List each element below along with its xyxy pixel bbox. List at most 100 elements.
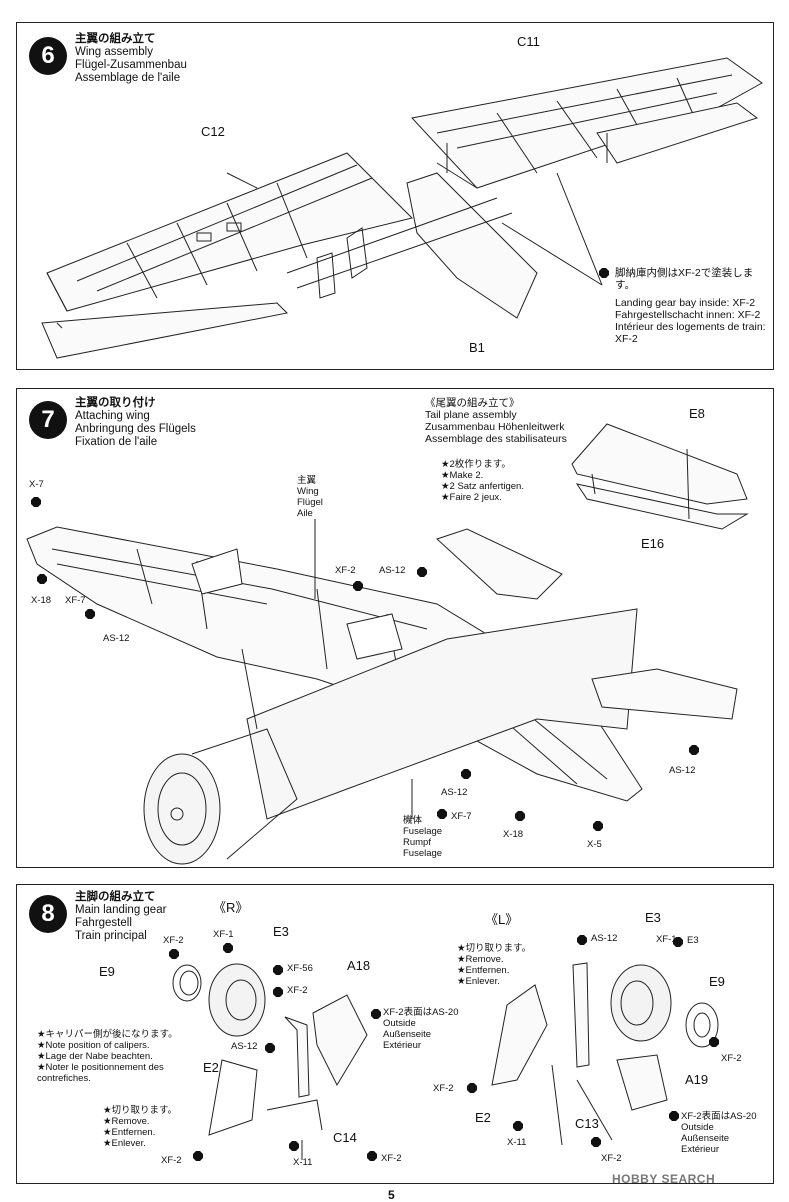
tail-plane-title: 《尾翼の組み立て》 Tail plane assembly Zusammenba… xyxy=(425,397,567,445)
paint-marker-icon xyxy=(85,609,95,619)
r-cut-note: ★切り取ります。 ★Remove. ★Entfernen. ★Enlever. xyxy=(103,1105,177,1149)
paint-as12-top: AS-12 xyxy=(379,565,406,576)
caliper-jp: ★キャリパー側が後になります。 xyxy=(37,1029,178,1040)
step-6-number: 6 xyxy=(29,37,67,75)
r-outside-note: XF-2表面はAS-20 Outside Außenseite Extérieu… xyxy=(383,1007,459,1051)
wing-de: Flügel xyxy=(297,497,323,508)
l-part-c13: C13 xyxy=(575,1116,599,1131)
r-outside-jp: XF-2表面はAS-20 xyxy=(383,1007,459,1018)
r-paint-xf1: XF-1 xyxy=(213,929,234,940)
fuselage-en: Fuselage xyxy=(403,826,443,837)
step-7-title-fr: Fixation de l'aile xyxy=(75,436,158,448)
wing-label: 主翼 Wing Flügel Aile xyxy=(297,475,323,519)
paint-marker-icon xyxy=(461,769,471,779)
l-paint-x11: X-11 xyxy=(507,1137,527,1148)
note-fr-2: XF-2 xyxy=(615,333,638,345)
make-de: ★2 Satz anfertigen. xyxy=(441,481,524,492)
paint-marker-icon xyxy=(669,1111,679,1121)
part-e8-label: E8 xyxy=(689,406,705,421)
fuselage-label: 機体 Fuselage Rumpf Fuselage xyxy=(403,815,442,859)
paint-xf7-mid: XF-7 xyxy=(451,811,472,822)
paint-marker-icon xyxy=(513,1121,523,1131)
l-paint-xf1-label: XF-1 xyxy=(656,934,677,945)
step-6-title: 主翼の組み立て Wing assembly Flügel-Zusammenbau… xyxy=(75,33,187,85)
l-outside-en: Outside xyxy=(681,1122,714,1133)
make-fr: ★Faire 2 jeux. xyxy=(441,492,502,503)
part-c11-label: C11 xyxy=(517,34,540,49)
paint-as12-mid: AS-12 xyxy=(441,787,468,798)
paint-marker-icon xyxy=(673,937,683,947)
l-paint-xf1: E3 xyxy=(687,935,699,946)
paint-marker-icon xyxy=(273,987,283,997)
l-outside-note: XF-2表面はAS-20 Outside Außenseite Extérieu… xyxy=(681,1111,757,1155)
paint-x7: X-7 xyxy=(29,479,44,490)
l-part-e3: E3 xyxy=(645,910,661,925)
paint-marker-icon xyxy=(37,574,47,584)
paint-x18-mid: X-18 xyxy=(503,829,524,840)
step-8-title-fr: Train principal xyxy=(75,930,147,942)
l-outside-jp: XF-2表面はAS-20 xyxy=(681,1111,757,1122)
caliper-de: ★Lage der Nabe beachten. xyxy=(37,1051,153,1062)
make-jp: ★2枚作ります。 xyxy=(441,459,511,470)
paint-marker-icon xyxy=(593,821,603,831)
paint-marker-icon xyxy=(417,567,427,577)
step-7-title: 主翼の取り付け Attaching wing Anbringung des Fl… xyxy=(75,397,196,449)
r-cut-jp: ★切り取ります。 xyxy=(103,1105,178,1116)
part-b1-label: B1 xyxy=(469,340,485,355)
l-paint-xf2-a: XF-2 xyxy=(721,1053,742,1064)
paint-x18-left: X-18 xyxy=(31,595,52,606)
paint-marker-icon xyxy=(709,1037,719,1047)
caliper-note: ★キャリパー側が後になります。 ★Note position of calipe… xyxy=(37,1029,178,1084)
tail-title-fr: Assemblage des stabilisateurs xyxy=(425,433,567,445)
r-paint-xf2-d: XF-2 xyxy=(381,1153,402,1164)
l-outside-fr: Extérieur xyxy=(681,1144,720,1155)
paint-marker-icon xyxy=(515,811,525,821)
l-part-e9: E9 xyxy=(709,974,725,989)
step-6-title-de: Flügel-Zusammenbau xyxy=(75,59,187,71)
step-7-panel: 7 主翼の取り付け Attaching wing Anbringung des … xyxy=(16,388,774,868)
l-paint-xf2-b: XF-2 xyxy=(433,1083,454,1094)
paint-marker-icon xyxy=(289,1141,299,1151)
paint-marker-icon xyxy=(265,1043,275,1053)
r-cut-fr: ★Enlever. xyxy=(103,1138,146,1149)
left-side-label: 《L》 xyxy=(485,912,519,927)
step-6-title-jp: 主翼の組み立て xyxy=(75,33,156,45)
tail-title-en: Tail plane assembly xyxy=(425,409,517,421)
paint-xf7-left: XF-7 xyxy=(65,595,86,606)
step-8-title-en: Main landing gear xyxy=(75,904,167,916)
note-de: Fahrgestellschacht innen: XF-2 xyxy=(615,309,761,321)
make-two-note: ★2枚作ります。 ★Make 2. ★2 Satz anfertigen. ★F… xyxy=(441,459,524,503)
step-6-title-en: Wing assembly xyxy=(75,46,153,58)
step-7-title-jp: 主翼の取り付け xyxy=(75,397,156,409)
paint-marker-icon xyxy=(223,943,233,953)
brand-watermark: HOBBY SEARCH xyxy=(612,1172,716,1186)
paint-marker-icon xyxy=(31,497,41,507)
l-cut-de: ★Entfernen. xyxy=(457,965,510,976)
note-fr-1: Intérieur des logements de train: xyxy=(615,321,766,333)
note-en: Landing gear bay inside: XF-2 xyxy=(615,297,756,309)
paint-marker-icon xyxy=(193,1151,203,1161)
tail-title-jp: 《尾翼の組み立て》 xyxy=(425,397,520,409)
step-6-panel: 6 主翼の組み立て Wing assembly Flügel-Zusammenb… xyxy=(16,22,774,370)
l-outside-de: Außenseite xyxy=(681,1133,730,1144)
step-7-title-de: Anbringung des Flügels xyxy=(75,423,196,435)
paint-marker-icon xyxy=(169,949,179,959)
step-8-number: 8 xyxy=(29,895,67,933)
paint-x5: X-5 xyxy=(587,839,602,850)
page-number: 5 xyxy=(388,1188,395,1202)
r-paint-xf56: XF-56 xyxy=(287,963,313,974)
l-paint-xf2-c: XF-2 xyxy=(601,1153,622,1164)
r-cut-en: ★Remove. xyxy=(103,1116,150,1127)
wing-en: Wing xyxy=(297,486,319,497)
step-7-number: 7 xyxy=(29,401,67,439)
paint-marker-icon xyxy=(367,1151,377,1161)
gear-bay-paint-note: 脚納庫内側はXF-2で塗装します。 Landing gear bay insid… xyxy=(615,267,766,345)
step-8-title-jp: 主脚の組み立て xyxy=(75,891,156,903)
r-outside-de: Außenseite xyxy=(383,1029,432,1040)
r-part-e3: E3 xyxy=(273,924,289,939)
landing-gear-drawing xyxy=(172,962,719,1160)
r-cut-de: ★Entfernen. xyxy=(103,1127,156,1138)
paint-marker-icon xyxy=(371,1009,381,1019)
l-part-e2: E2 xyxy=(475,1110,491,1125)
step-8-title: 主脚の組み立て Main landing gear Fahrgestell Tr… xyxy=(75,891,166,943)
